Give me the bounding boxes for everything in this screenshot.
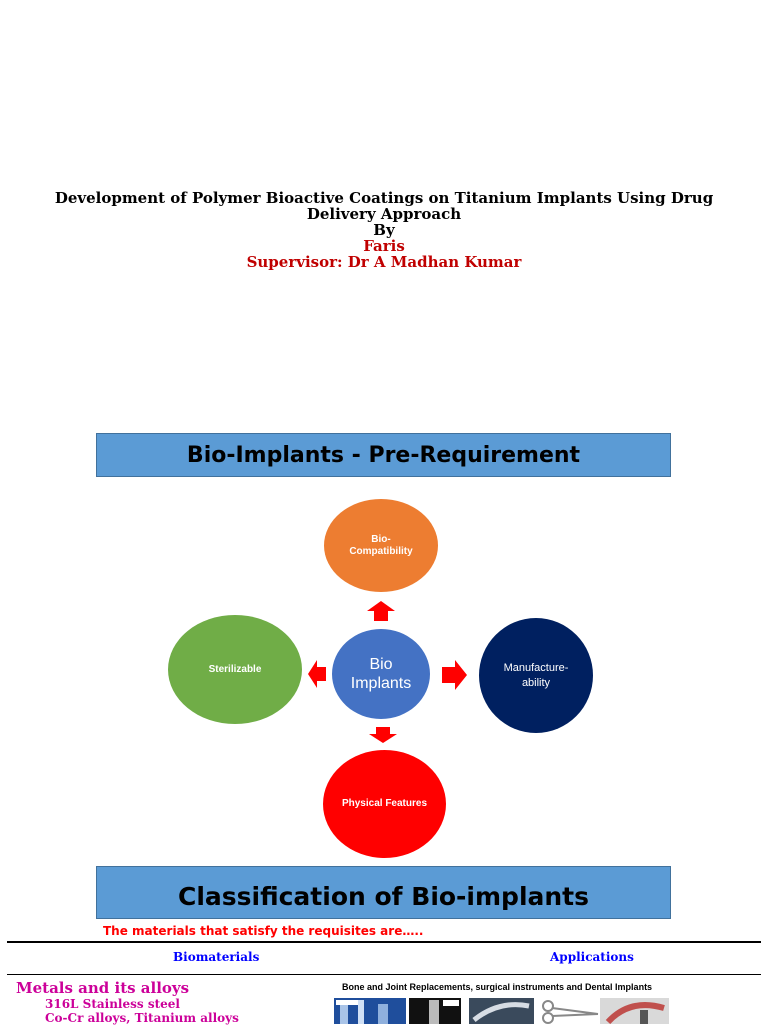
arrow-up-icon	[367, 601, 395, 621]
bio-implants-center-node: Bio Implants	[330, 627, 432, 721]
implant-photo-1	[334, 998, 406, 1024]
implant-photo-3	[469, 998, 534, 1024]
title-line-2: Delivery Approach	[306, 205, 462, 223]
slide2-heading: Classification of Bio-implants	[177, 882, 590, 911]
metal-item-stainless: 316L Stainless steel	[45, 997, 180, 1011]
arrow-right-icon	[442, 660, 467, 690]
arrow-down-icon	[369, 727, 397, 743]
manufacturability-node: Manufacture- ability	[479, 618, 593, 733]
applications-description: Bone and Joint Replacements, surgical in…	[342, 982, 653, 992]
applications-column-header: Applications	[550, 950, 634, 964]
table-top-rule	[7, 941, 761, 943]
bio-implants-label: Bio Implants	[350, 656, 412, 692]
title-line-1: Development of Polymer Bioactive Coating…	[54, 189, 714, 207]
author-name: Faris	[363, 237, 405, 255]
biocompatibility-node: Bio- Compatibility	[324, 499, 438, 592]
manufacturability-label: Manufacture- ability	[503, 661, 569, 689]
requirements-diagram: Bio- Compatibility Sterilizable Manufact…	[0, 480, 768, 870]
slide1-heading: Bio-Implants - Pre-Requirement	[186, 443, 581, 468]
sterilizable-node: Sterilizable	[168, 615, 302, 724]
metals-heading: Metals and its alloys	[16, 979, 190, 997]
metal-item-cocr-titanium: Co-Cr alloys, Titanium alloys	[45, 1011, 239, 1025]
supervisor-name: Supervisor: Dr A Madhan Kumar	[246, 253, 522, 271]
biocompatibility-label: Bio- Compatibility	[349, 533, 413, 557]
slide2-heading-banner: Classification of Bio-implants	[96, 866, 671, 919]
surgical-instrument-photo	[538, 998, 600, 1024]
implant-photo-2	[409, 998, 461, 1024]
physical-features-label: Physical Features	[341, 798, 428, 809]
title-by: By	[373, 221, 395, 239]
sterilizable-label: Sterilizable	[208, 663, 262, 675]
slide1-heading-banner: Bio-Implants - Pre-Requirement	[96, 433, 671, 477]
table-header-rule	[7, 974, 761, 975]
physical-features-node: Physical Features	[323, 750, 446, 858]
arrow-left-icon	[308, 660, 326, 688]
materials-subtitle: The materials that satisfy the requisite…	[103, 924, 424, 938]
dental-implant-photo	[600, 998, 669, 1024]
document-title-block: Development of Polymer Bioactive Coating…	[0, 190, 768, 270]
biomaterials-column-header: Biomaterials	[173, 950, 260, 964]
